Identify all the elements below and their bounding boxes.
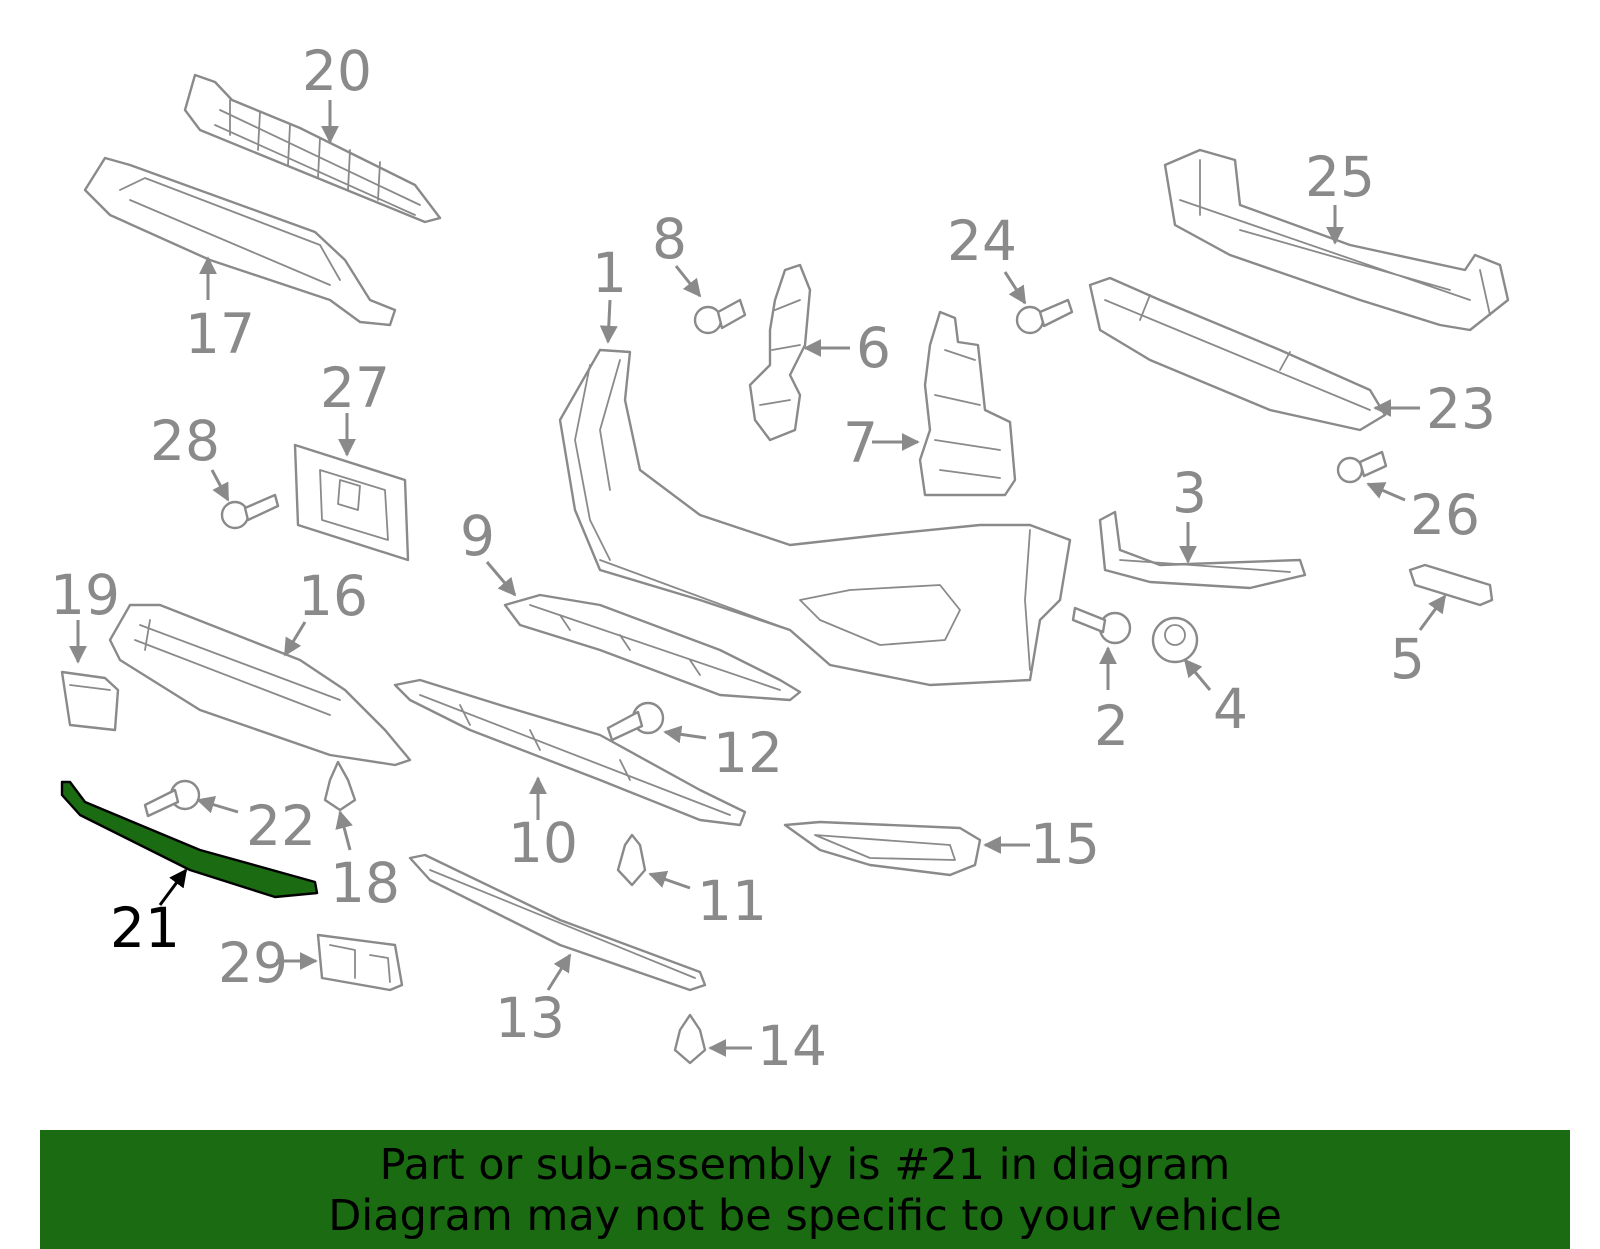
part-22-bolt xyxy=(143,779,201,818)
part-14-clip xyxy=(673,1013,707,1065)
callout-13[interactable]: 13 xyxy=(495,986,565,1050)
part-4-grommet xyxy=(1151,616,1199,664)
part-3-side-bracket xyxy=(1098,510,1307,590)
part-9-lower-cover xyxy=(503,593,802,702)
part-20-upper-grille xyxy=(183,73,442,224)
callout-10[interactable]: 10 xyxy=(508,811,578,875)
callout-9[interactable]: 9 xyxy=(460,504,495,568)
callout-16[interactable]: 16 xyxy=(298,564,368,628)
part-1-bumper-face xyxy=(558,348,1072,687)
callout-18[interactable]: 18 xyxy=(330,851,400,915)
callout-19[interactable]: 19 xyxy=(50,563,120,627)
callout-15[interactable]: 15 xyxy=(1030,812,1100,876)
info-banner: Part or sub-assembly is #21 in diagram D… xyxy=(40,1130,1570,1249)
callout-23[interactable]: 23 xyxy=(1426,377,1496,441)
banner-line-disclaimer: Diagram may not be specific to your vehi… xyxy=(328,1191,1282,1241)
part-21-lower-strip xyxy=(60,780,319,899)
part-24-bolt xyxy=(1015,298,1074,335)
callout-25[interactable]: 25 xyxy=(1305,145,1375,209)
callout-11[interactable]: 11 xyxy=(697,869,767,933)
callout-27[interactable]: 27 xyxy=(320,356,390,420)
part-11-clip xyxy=(616,833,647,887)
callout-5[interactable]: 5 xyxy=(1390,627,1425,691)
callout-4[interactable]: 4 xyxy=(1213,677,1248,741)
callout-2[interactable]: 2 xyxy=(1094,694,1129,758)
callout-3[interactable]: 3 xyxy=(1172,461,1207,525)
callout-17[interactable]: 17 xyxy=(185,302,255,366)
part-7-bracket xyxy=(918,310,1017,497)
callout-14[interactable]: 14 xyxy=(757,1014,827,1078)
callout-6[interactable]: 6 xyxy=(856,316,891,380)
part-23-absorber xyxy=(1088,276,1387,432)
callout-28[interactable]: 28 xyxy=(150,409,220,473)
part-18-clip xyxy=(323,760,357,812)
part-28-screw xyxy=(220,493,280,530)
part-15-fog-garnish xyxy=(783,820,982,877)
callout-12[interactable]: 12 xyxy=(713,721,783,785)
part-2-screw xyxy=(1071,606,1132,645)
banner-line-part: Part or sub-assembly is #21 in diagram xyxy=(379,1140,1231,1190)
part-6-bracket xyxy=(748,263,812,442)
parts-diagram: 1 2 3 4 5 6 7 8 9 10 11 12 13 14 15 16 1… xyxy=(50,39,1510,1078)
callout-8[interactable]: 8 xyxy=(652,207,687,271)
callout-22[interactable]: 22 xyxy=(246,794,316,858)
leader-lines xyxy=(69,100,1447,1057)
callout-labels: 1 2 3 4 5 6 7 8 9 10 11 12 13 14 15 16 1… xyxy=(50,39,1496,1078)
callout-1[interactable]: 1 xyxy=(592,241,627,305)
callout-26[interactable]: 26 xyxy=(1410,483,1480,547)
callout-29[interactable]: 29 xyxy=(218,931,288,995)
part-8-clip xyxy=(693,298,747,335)
callout-24[interactable]: 24 xyxy=(947,209,1017,273)
part-29-bracket xyxy=(316,933,404,992)
part-25-reinforcement xyxy=(1163,148,1510,332)
callout-21[interactable]: 21 xyxy=(110,896,180,960)
part-19-cap xyxy=(60,670,120,732)
part-26-clip xyxy=(1336,450,1388,484)
part-12-clip xyxy=(606,701,665,742)
part-5-bracket xyxy=(1408,563,1494,607)
part-13-lower-strip xyxy=(408,853,707,992)
part-10-undercover xyxy=(393,678,747,827)
part-27-license-bracket xyxy=(293,443,410,562)
callout-20[interactable]: 20 xyxy=(302,39,372,103)
callout-7[interactable]: 7 xyxy=(843,411,878,475)
part-16-lower-grille xyxy=(108,603,412,767)
